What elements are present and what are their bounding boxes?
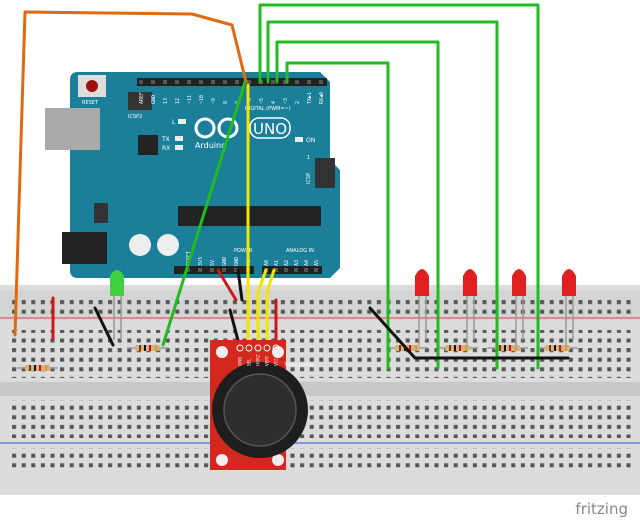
led-l-label: L (172, 119, 176, 126)
wire-yellow-a0 (256, 268, 268, 350)
pin-label: ~3 (283, 98, 289, 104)
wire-black-led (93, 306, 115, 347)
joystick-pin-label: VERT (265, 355, 270, 366)
pin-label: GND (151, 95, 157, 104)
reset-button-cap (86, 80, 98, 92)
wire-black-diag (368, 306, 570, 360)
thumb-joystick: Thumb Joystick GND SEL HORZ VERT VCC (210, 340, 315, 470)
pin-label: RX◀0 (319, 92, 325, 104)
wires (13, 3, 570, 370)
pin-label: 3V3 (198, 257, 204, 266)
pin-label: TX▶1 (307, 92, 313, 104)
wire-green-pin4 (275, 40, 440, 370)
pin-label: AREF (139, 92, 145, 104)
wire-red-5v (216, 268, 238, 302)
reset-label: RESET (82, 100, 99, 106)
arduino-uno: RESET ICSP2 L TX RX Arduino UNO ON 1 ICS… (45, 72, 340, 278)
capacitor-2 (157, 234, 179, 256)
wire-yellow-a1 (265, 268, 276, 350)
pin-label: A4 (304, 260, 310, 266)
pin-label: A3 (294, 260, 300, 266)
pin-label: ~5 (259, 98, 265, 104)
icsp2-header (128, 92, 152, 110)
pin-label: 8 (223, 101, 229, 104)
tx-label: TX (161, 136, 170, 143)
joystick-pin-label: GND (238, 357, 243, 366)
joystick-label: Thumb Joystick (283, 362, 315, 367)
pin-label: A5 (314, 260, 320, 266)
pin-label: 2 (295, 101, 301, 104)
wire-green-pin5 (266, 20, 499, 370)
leds (110, 269, 576, 345)
power-jack (62, 232, 107, 264)
red-led (512, 269, 526, 345)
resistor (17, 365, 58, 371)
red-led (562, 269, 576, 345)
fritzing-logo: fritzing (575, 500, 628, 518)
pin-label: ~9 (211, 98, 217, 104)
usb-port (45, 108, 100, 150)
pin-label: 4 (271, 101, 277, 104)
joystick-pin-label: HORZ (256, 354, 261, 366)
red-led (415, 269, 429, 345)
lower-terminal-rows (8, 400, 633, 438)
power-label: POWER (234, 248, 253, 254)
pin-label: GND (222, 257, 228, 266)
pin-label: 12 (175, 98, 181, 104)
pin-label: ~10 (199, 95, 205, 104)
usb-chip (138, 135, 158, 155)
pin-label: GND (234, 257, 240, 266)
icsp-pin1-label: 1 (307, 155, 310, 161)
analog-label: ANALOG IN (286, 248, 314, 254)
wire-green-pin6 (258, 3, 540, 370)
wire-orange (13, 10, 248, 337)
pin-label: 5V (210, 260, 216, 266)
joystick-pin-label: SEL (247, 358, 252, 366)
digital-header-left (137, 78, 257, 86)
joystick-pin-label: VCC (274, 357, 279, 366)
pin-label: A0 (264, 260, 270, 266)
wire-green-pin8 (161, 80, 247, 347)
analog-header (262, 266, 322, 274)
pin-label: A1 (274, 260, 280, 266)
green-led (110, 270, 124, 340)
resistor (437, 345, 478, 351)
on-label: ON (306, 137, 315, 144)
resistor (487, 345, 528, 351)
model-label: UNO (253, 120, 287, 138)
pin-label: ~11 (187, 95, 193, 104)
joystick-knob (223, 373, 297, 447)
pin-label: 13 (163, 98, 169, 104)
wire-black-gnd (236, 268, 244, 302)
brand-label: Arduino (195, 141, 226, 150)
icsp2-label: ICSP2 (128, 114, 142, 120)
upper-terminal-rows (8, 330, 633, 378)
pin-label: ~6 (247, 98, 253, 104)
capacitor-1 (129, 234, 151, 256)
pin-label: A2 (284, 260, 290, 266)
resistor (127, 345, 168, 351)
digital-label: DIGITAL (PWM=~) (245, 106, 291, 112)
icsp-header (315, 158, 335, 188)
voltage-regulator (94, 203, 108, 223)
resistor (537, 345, 578, 351)
arduino-logo-minus (194, 117, 216, 139)
center-channel (0, 382, 640, 396)
bottom-power-rail (8, 448, 633, 468)
breadboard (0, 285, 640, 495)
rx-label: RX (162, 145, 170, 152)
icsp-label: ICSP (306, 173, 312, 184)
wire-green-pin3 (285, 61, 390, 370)
red-led (463, 269, 477, 345)
